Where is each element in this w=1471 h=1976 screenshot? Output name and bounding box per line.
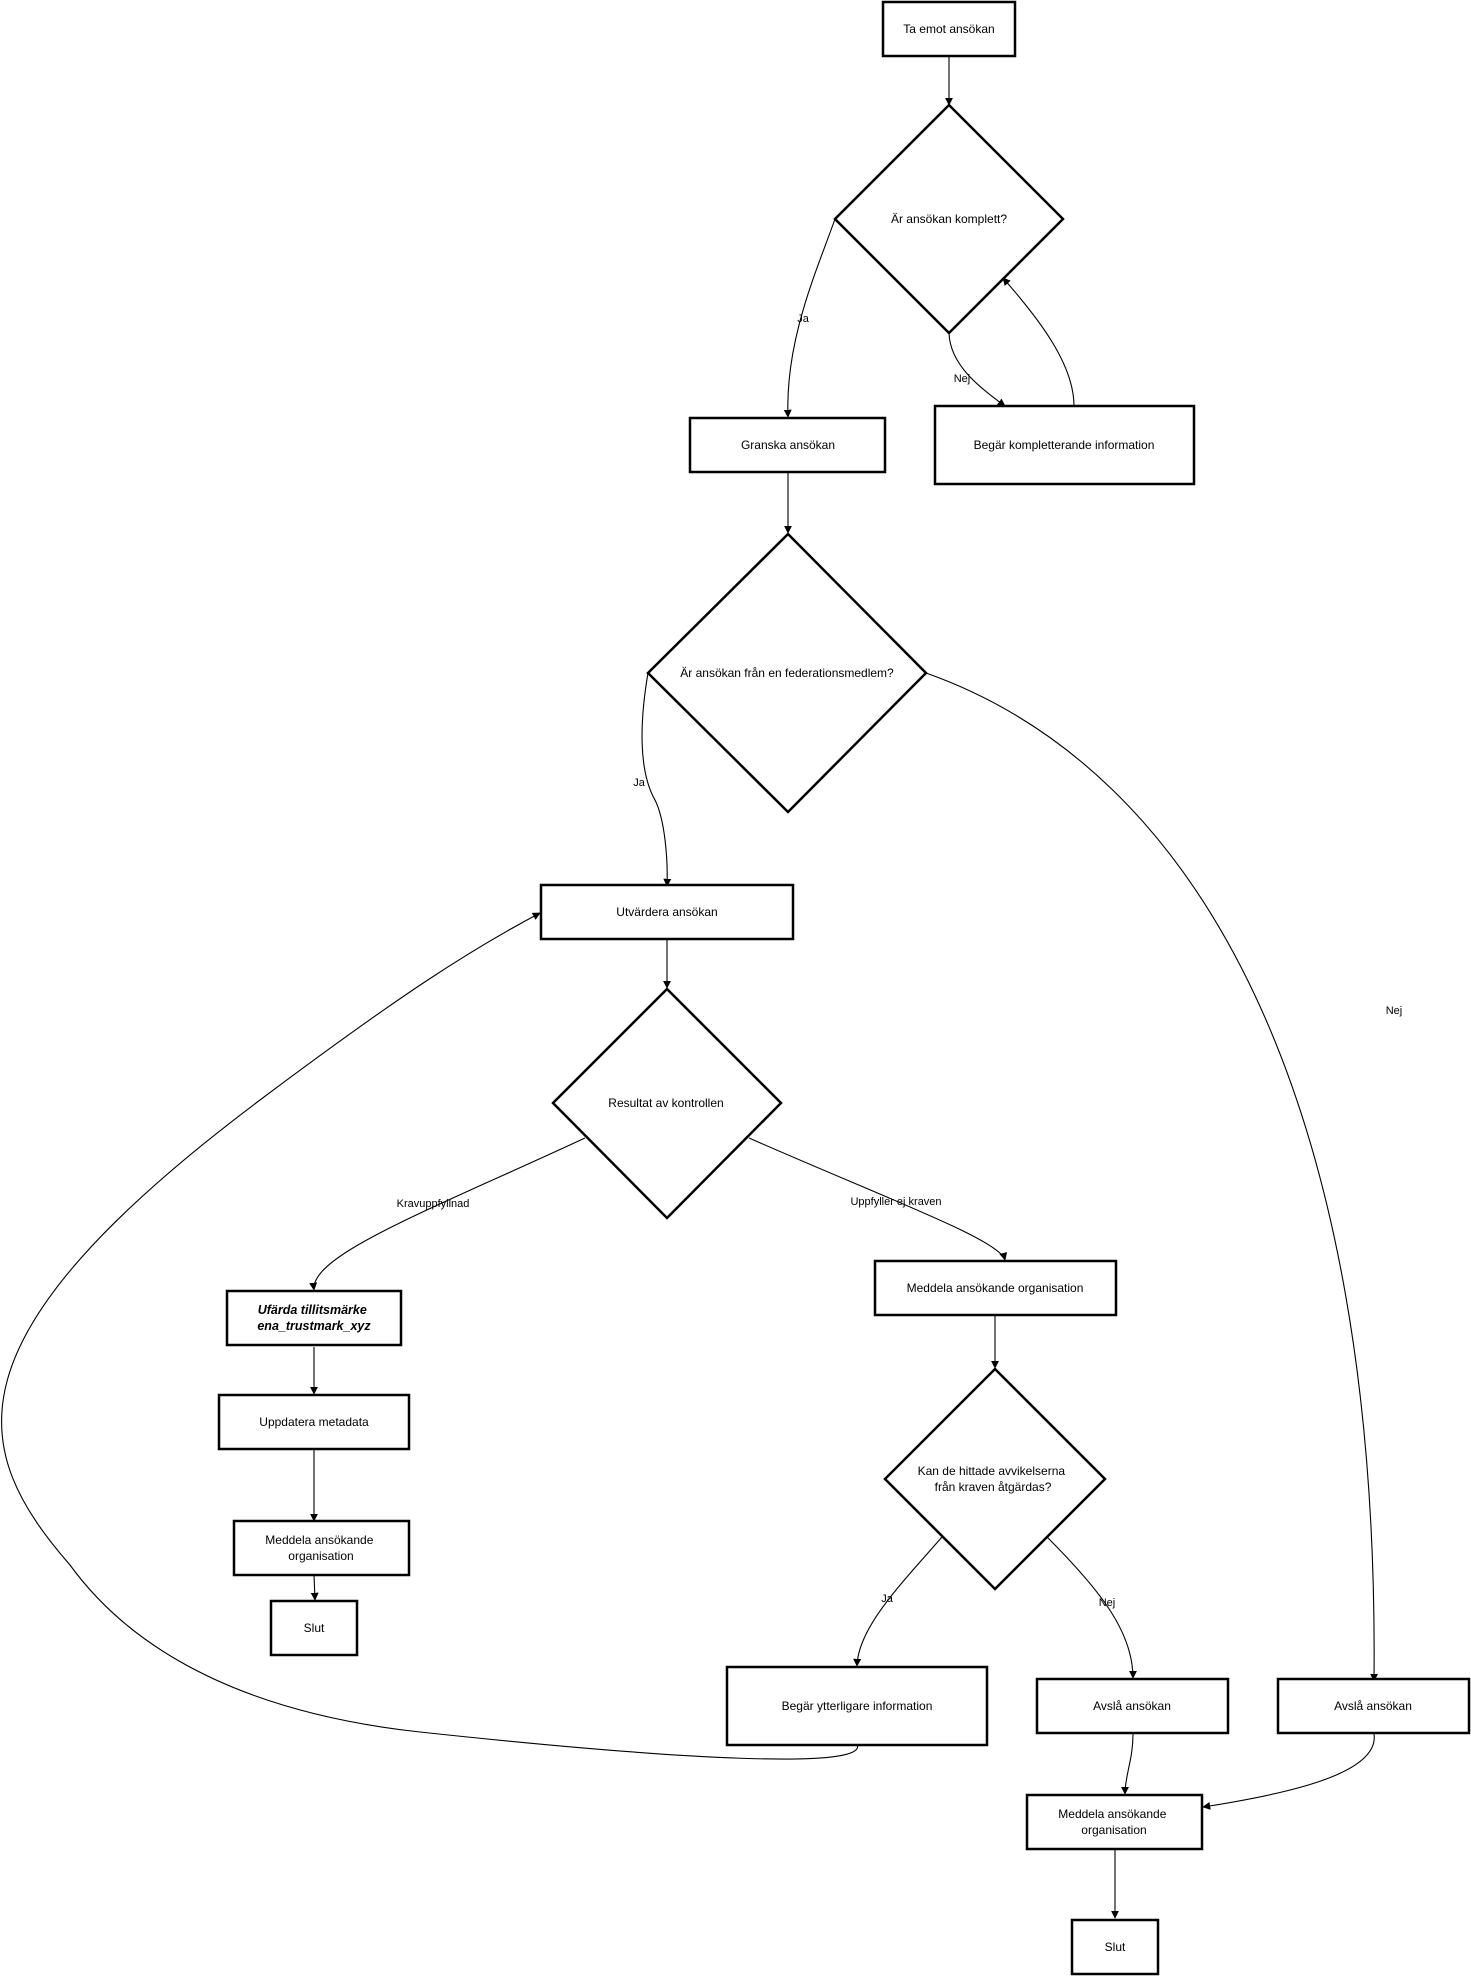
node-notify-bottom-text: Meddela ansökande organisation: [1058, 1807, 1169, 1837]
node-reject-right-text: Avslå ansökan: [1334, 1699, 1412, 1713]
node-end-bottom-text: Slut: [1105, 1940, 1126, 1954]
label-member-no: Nej: [1386, 1005, 1403, 1017]
node-receive: Ta emot ansökan: [881, 0, 1017, 58]
label-result-pass: Kravuppfyllnad: [397, 1198, 470, 1210]
node-result: Resultat av kontrollen: [551, 987, 783, 1220]
node-request-more: Begär ytterligare information: [725, 1665, 989, 1747]
node-update-metadata-text: Uppdatera metadata: [259, 1415, 369, 1429]
node-notify-bottom: Meddela ansökande organisation: [1025, 1793, 1204, 1851]
edge-reject-right-to-notify-bottom: [1202, 1733, 1375, 1810]
node-review: Granska ansökan: [688, 416, 887, 474]
node-review-text: Granska ansökan: [741, 438, 835, 452]
node-issue-trustmark: Ufärda tillitsmärke ena_trustmark_xyz: [225, 1289, 403, 1347]
edge-result-fail: [748, 1137, 1008, 1261]
edge-fix-no: [1046, 1536, 1137, 1679]
node-end-bottom: Slut: [1070, 1918, 1160, 1976]
node-notify-mid: Meddela ansökande organisation: [873, 1259, 1118, 1317]
node-request-more-text: Begär ytterligare information: [782, 1699, 933, 1713]
node-reject-mid-text: Avslå ansökan: [1093, 1699, 1171, 1713]
node-notify-left: Meddela ansökande organisation: [232, 1519, 411, 1577]
edges: [1, 56, 1379, 1919]
node-evaluate: Utvärdera ansökan: [539, 883, 795, 941]
node-reject-right: Avslå ansökan: [1276, 1677, 1471, 1735]
edge-member-no: [925, 672, 1379, 1682]
edge-result-pass: [309, 1137, 586, 1291]
node-notify-left-text: Meddela ansökande organisation: [265, 1533, 376, 1563]
edge-complete-yes: [783, 218, 836, 418]
edge-request-to-complete: [1002, 277, 1075, 407]
node-notify-mid-text: Meddela ansökande organisation: [907, 1281, 1084, 1295]
edge-fix-yes: [853, 1536, 943, 1667]
node-request-info-text: Begär kompletterande information: [974, 438, 1155, 452]
node-end-left-text: Slut: [304, 1621, 325, 1635]
node-can-fix: Kan de hittade avvikelserna från kraven …: [883, 1367, 1107, 1591]
edge-labels: Ja Nej Ja Nej Kravuppfyllnad Uppfyller e…: [397, 313, 1403, 1609]
label-member-yes: Ja: [633, 777, 646, 789]
label-fix-no: Nej: [1099, 1597, 1116, 1609]
edge-reject-mid-to-notify-bottom: [1121, 1733, 1134, 1795]
edge-request-more-to-evaluate: [1, 912, 859, 1760]
label-complete-yes: Ja: [797, 313, 810, 325]
node-is-member: Är ansökan från en federationsmedlem?: [646, 532, 928, 814]
label-fix-yes: Ja: [881, 1593, 894, 1605]
node-evaluate-text: Utvärdera ansökan: [616, 905, 717, 919]
edge-complete-no: [948, 332, 1006, 407]
node-request-info: Begär kompletterande information: [933, 404, 1196, 486]
node-result-text: Resultat av kontrollen: [608, 1096, 723, 1110]
node-is-member-text: Är ansökan från en federationsmedlem?: [680, 666, 894, 680]
nodes: Ta emot ansökan Är ansökan komplett? Gra…: [217, 0, 1471, 1976]
label-complete-no: Nej: [954, 373, 971, 385]
node-receive-text: Ta emot ansökan: [903, 22, 994, 36]
node-is-complete: Är ansökan komplett?: [833, 103, 1065, 335]
node-reject-mid: Avslå ansökan: [1035, 1677, 1230, 1735]
node-end-left: Slut: [269, 1599, 359, 1657]
edge-notify-left-to-end-left: [310, 1574, 319, 1601]
node-update-metadata: Uppdatera metadata: [217, 1393, 411, 1451]
label-result-fail: Uppfyller ej kraven: [850, 1196, 941, 1208]
node-can-fix-text: Kan de hittade avvikelserna från kraven …: [918, 1464, 1069, 1494]
edge-member-yes: [641, 672, 672, 887]
node-issue-trustmark-text: Ufärda tillitsmärke ena_trustmark_xyz: [257, 1303, 371, 1333]
node-is-complete-text: Är ansökan komplett?: [891, 212, 1007, 226]
